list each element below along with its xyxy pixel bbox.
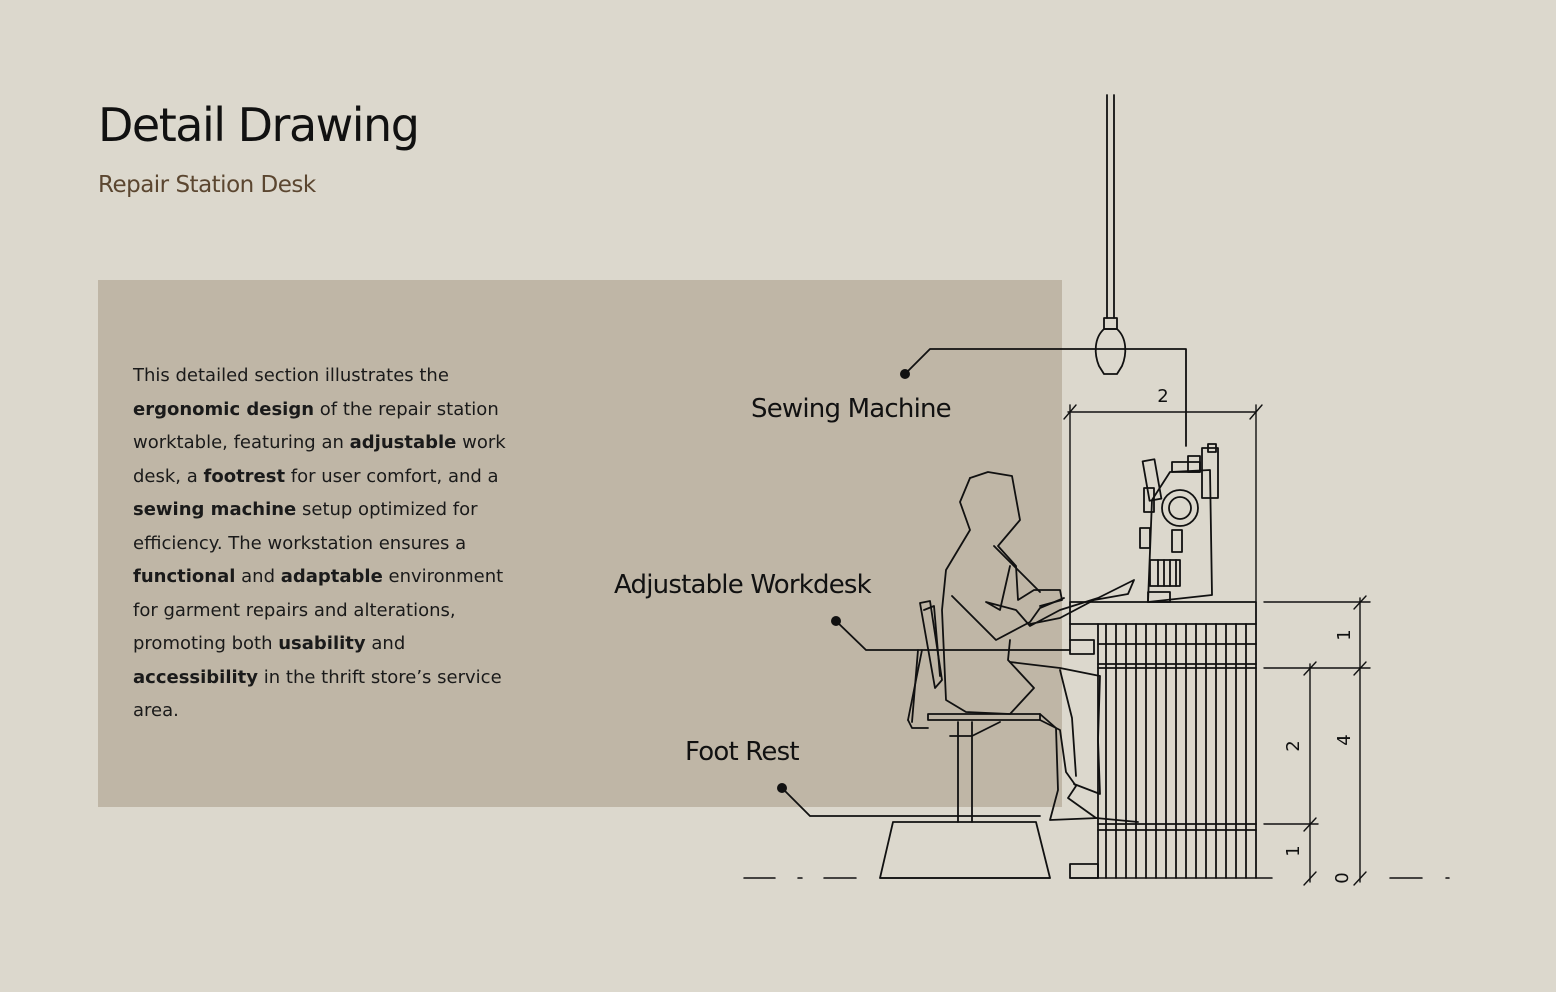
description-keyword: accessibility <box>133 666 259 688</box>
description-keyword: footrest <box>203 465 286 487</box>
dim-base: 1 <box>1283 845 1304 856</box>
leader-foot-rest <box>781 787 1041 817</box>
dim-desk-mid: 2 <box>1283 740 1304 751</box>
description-keyword: usability <box>278 633 366 654</box>
sewing-machine-icon <box>1139 443 1219 603</box>
pendant-lamp-icon <box>1094 94 1127 375</box>
description-keyword: sewing machine <box>133 499 297 520</box>
footrest-icon <box>879 821 1051 879</box>
leader-sewing-machine <box>904 348 1187 447</box>
callout-labels: Sewing Machine Adjustable Workdesk Foot … <box>614 394 952 767</box>
description-run: environment for garment repairs and alte… <box>133 566 504 654</box>
dim-zero: 0 <box>1332 872 1353 883</box>
description-keyword: adjustable <box>349 432 457 453</box>
description-run: and <box>235 566 281 587</box>
callout-adjustable-workdesk: Adjustable Workdesk <box>614 570 872 600</box>
description-run: in the thrift store’s service area. <box>133 666 502 722</box>
description-run: work desk, a <box>133 432 506 487</box>
callout-leaders <box>781 348 1187 817</box>
seated-person-icon <box>941 471 1139 823</box>
callout-foot-rest: Foot Rest <box>685 737 799 767</box>
description-keyword: functional <box>133 566 236 587</box>
description-run: setup optimized for efficiency. The work… <box>133 499 478 554</box>
description-run: for user comfort, and a <box>285 465 499 487</box>
dimension-labels: 2 1 4 2 1 0 <box>1157 386 1355 884</box>
leader-workdesk <box>835 620 1071 651</box>
description-run: of the repair station worktable, featuri… <box>133 398 499 454</box>
dim-desk-total: 4 <box>1334 734 1355 745</box>
workdesk-icon <box>1069 601 1257 879</box>
page-subtitle: Repair Station Desk <box>98 172 316 198</box>
dim-machine-width: 2 <box>1157 386 1168 407</box>
description-keyword: adaptable <box>280 566 383 587</box>
description-panel <box>98 280 1062 807</box>
description-keyword: ergonomic design <box>133 398 315 420</box>
callout-sewing-machine: Sewing Machine <box>751 394 951 424</box>
page-title: Detail Drawing <box>98 98 420 152</box>
description-run: This detailed section illustrates the <box>133 365 449 386</box>
dimension-lines <box>1063 404 1371 886</box>
callout-dots <box>777 369 910 793</box>
dim-desk-top: 1 <box>1334 629 1355 640</box>
description-run: and <box>365 633 406 654</box>
description-text: This detailed section illustrates the er… <box>133 359 533 728</box>
chair-icon <box>907 600 1041 823</box>
